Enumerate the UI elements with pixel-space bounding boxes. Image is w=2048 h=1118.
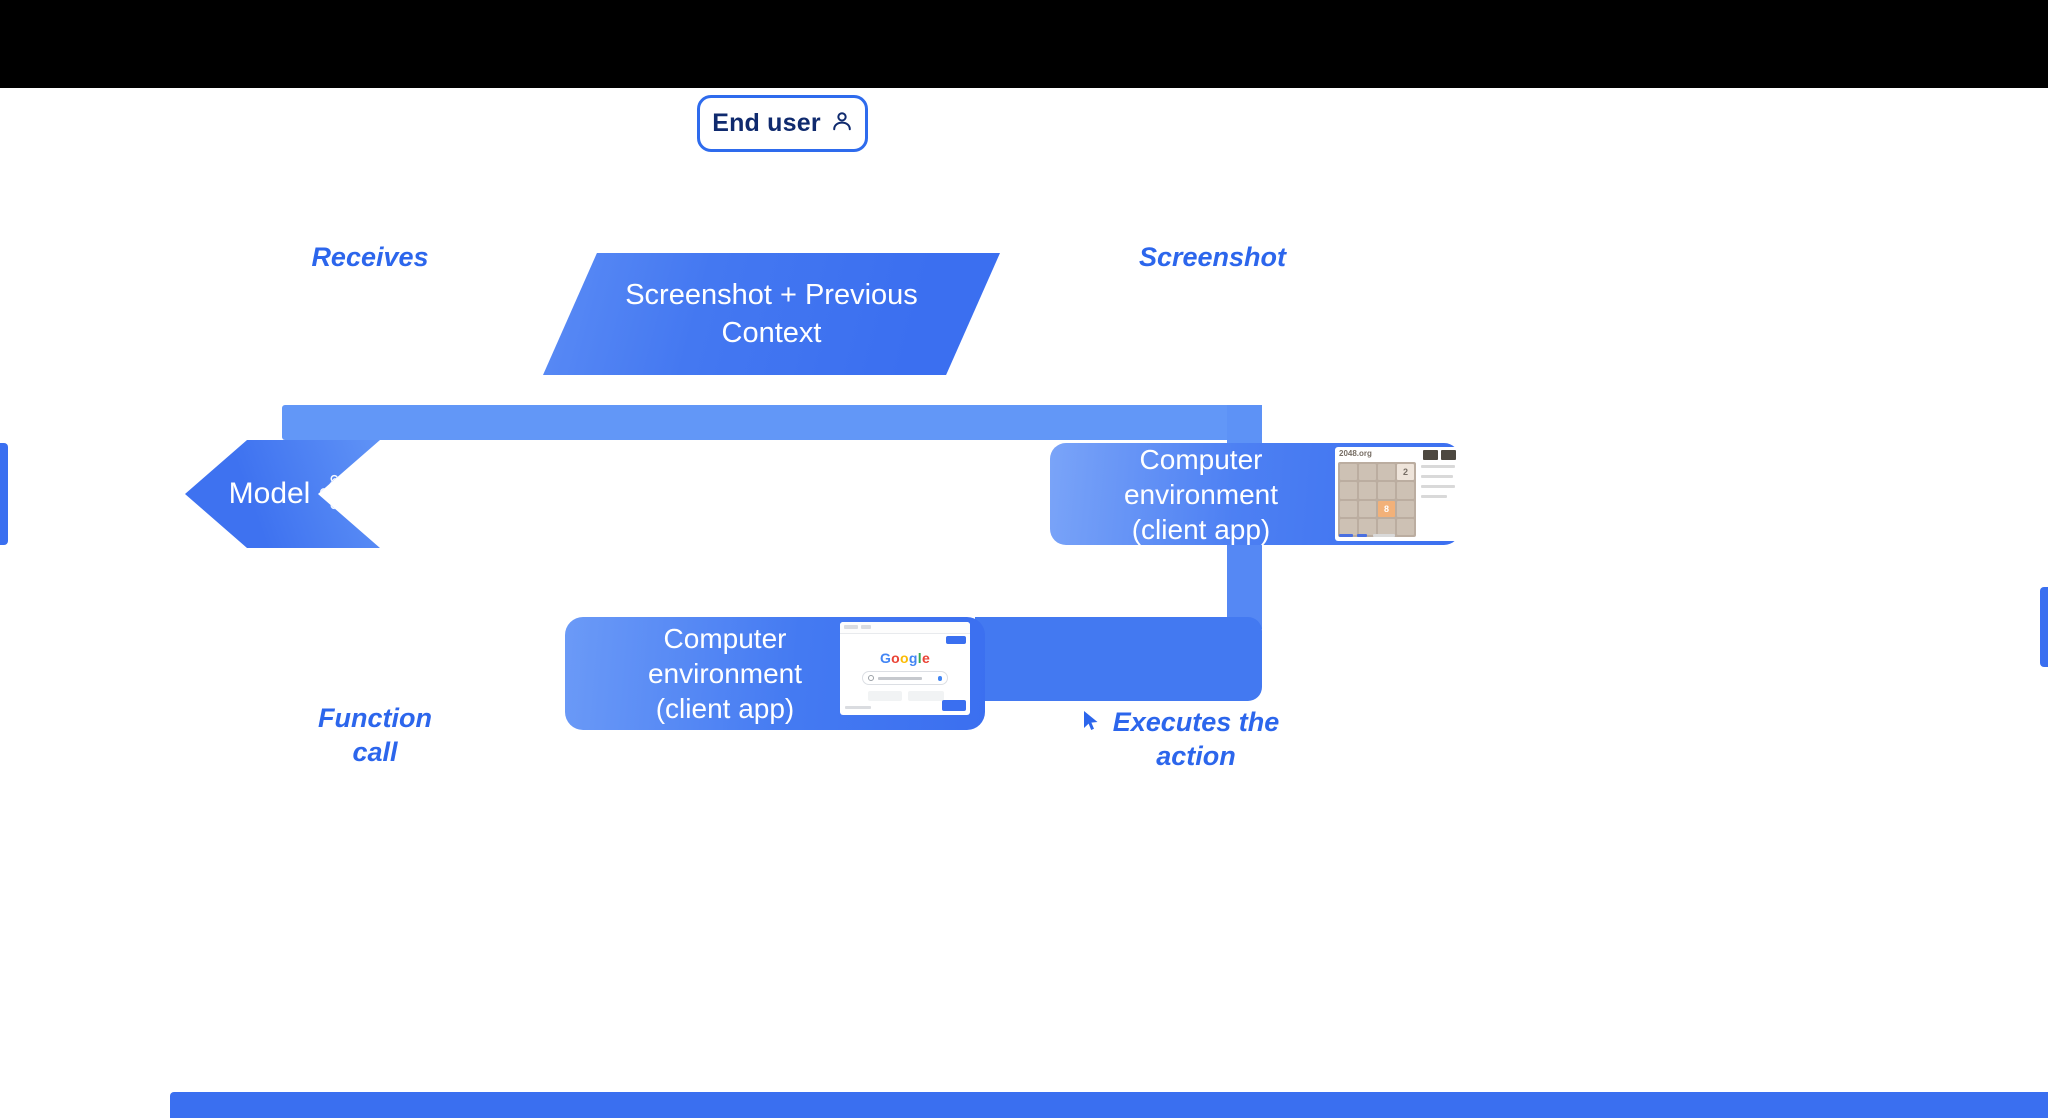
end-user-node: End user [697,95,868,152]
google-signin-button [946,636,966,644]
flow-label-function-call: Function call [318,703,432,767]
top-black-band [0,0,2048,88]
computer-env-bottom-card: Computer environment (client app) Google [565,617,985,730]
flow-label-screenshot: Screenshot [1138,242,1287,272]
magnifier-icon [868,675,874,681]
right-edge-blue-sliver [2040,587,2048,667]
2048-site-title: 2048.org [1339,449,1372,458]
env-thumbnail-2048: 2048.org 2 8 [1335,447,1460,541]
google-search-bar [862,671,948,685]
2048-game-grid: 2 8 [1338,462,1416,537]
flow-label-executes-action-group: Executes the action [1080,706,1310,774]
2048-tile-8: 8 [1378,500,1395,517]
footer-links [845,706,871,709]
2048-best-box [1441,450,1456,460]
google-search-button [868,691,902,701]
bottom-blue-strip [170,1092,2048,1118]
env-thumbnail-google: Google [840,622,970,715]
loop-connector-right-bottom [1227,545,1262,629]
computer-env-right-card: Computer environment (client app) 2048.o… [1050,443,1460,545]
search-query-placeholder [878,676,922,680]
loop-rail-top [282,405,1262,440]
end-user-label: End user [712,109,821,137]
screenshot-context-label: Screenshot + Previous Context [625,278,918,349]
computer-env-right-line1: Computer environment [1123,443,1279,510]
model-label: Model [228,477,311,510]
footer-blue-button [942,700,966,711]
computer-env-bottom-line1: Computer environment [647,623,803,689]
computer-env-bottom-label: Computer environment (client app) [585,621,865,726]
flow-label-executes-action: Executes the action [1112,707,1280,771]
mic-icon [938,675,942,681]
google-logo: Google [879,650,931,666]
computer-env-right-label: Computer environment (client app) [1066,442,1336,547]
browser-tab [844,625,858,629]
2048-tile-2: 2 [1397,464,1414,481]
neural-network-icon [320,469,363,520]
flow-label-receives: Receives [311,242,429,272]
person-icon [831,110,853,137]
2048-score-box [1423,450,1438,460]
loop-connector-right-top [1227,405,1262,447]
screenshot-context-parallelogram: Screenshot + Previous Context [543,253,1000,375]
browser-tab [861,625,871,629]
cursor-pointer-icon [1080,710,1100,737]
loop-rail-bottom-extension [975,617,1262,701]
computer-env-bottom-line2: (client app) [655,693,795,724]
feeling-lucky-button [908,691,944,701]
computer-env-right-line2: (client app) [1131,513,1271,545]
model-node: Model [185,440,380,548]
left-edge-blue-sliver [0,443,8,545]
browser-chrome-bar [840,622,970,634]
